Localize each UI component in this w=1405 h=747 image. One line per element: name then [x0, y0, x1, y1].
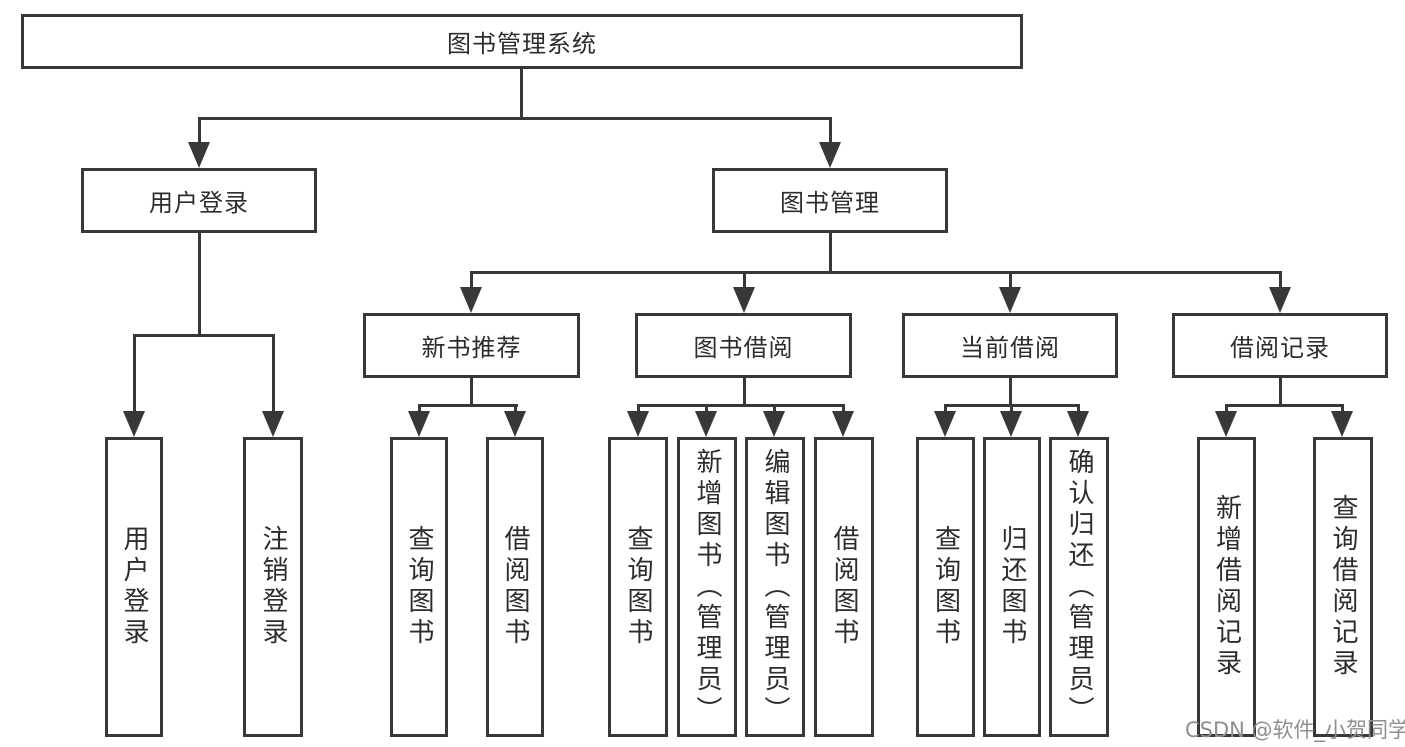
connector-line — [1279, 273, 1282, 289]
leaf-user-login: 用户登录 — [105, 437, 163, 737]
connector-line — [418, 404, 518, 407]
arrow-down-icon — [123, 411, 145, 437]
node-label: 查询图书 — [930, 525, 961, 649]
node-label: 新增图书（管理员） — [692, 447, 722, 727]
node-label: 当前借阅 — [960, 334, 1060, 362]
leaf-edit-books-admin: 编辑图书（管理员） — [745, 437, 805, 737]
leaf-borrow-books: 借阅图书 — [814, 437, 874, 737]
arrow-down-icon — [1067, 411, 1089, 437]
connector-line — [637, 404, 845, 407]
connector-line — [470, 273, 473, 289]
node-label: 图书管理 — [780, 189, 880, 217]
node-new-book-recommend: 新书推荐 — [363, 313, 580, 378]
connector-line — [743, 378, 746, 406]
arrow-down-icon — [1215, 411, 1237, 437]
arrow-down-icon — [262, 411, 284, 437]
connector-line — [198, 232, 201, 336]
leaf-return-books: 归还图书 — [983, 437, 1041, 737]
leaf-borrow-books: 借阅图书 — [486, 437, 544, 737]
node-label: 借阅图书 — [500, 525, 530, 649]
node-label: 图书管理系统 — [447, 30, 597, 58]
leaf-logout: 注销登录 — [243, 437, 303, 737]
arrow-down-icon — [627, 411, 649, 437]
connector-line — [829, 119, 832, 144]
connector-line — [272, 336, 275, 413]
arrow-down-icon — [695, 411, 717, 437]
leaf-query-borrow-record: 查询借阅记录 — [1313, 437, 1373, 737]
node-label: 新书推荐 — [421, 334, 522, 362]
leaf-add-books-admin: 新增图书（管理员） — [677, 437, 737, 737]
connector-line — [198, 119, 201, 144]
arrow-down-icon — [504, 411, 526, 437]
node-current-borrowing: 当前借阅 — [902, 313, 1118, 378]
connector-line — [470, 378, 473, 406]
arrow-down-icon — [408, 411, 430, 437]
connector-line — [1009, 378, 1012, 406]
connector-line — [829, 232, 832, 273]
connector-line — [133, 336, 136, 413]
connector-line — [1009, 273, 1012, 289]
node-label: 查询图书 — [623, 525, 653, 649]
node-library-management-system: 图书管理系统 — [21, 14, 1023, 69]
arrow-down-icon — [460, 287, 482, 313]
connector-line — [470, 271, 1282, 274]
node-label: 查询图书 — [404, 525, 434, 649]
node-label: 查询借阅记录 — [1328, 494, 1358, 680]
node-label: 用户登录 — [149, 189, 249, 217]
connector-line — [133, 334, 275, 337]
connector-line — [944, 404, 1080, 407]
arrow-down-icon — [819, 142, 841, 168]
node-label: 注销登录 — [258, 525, 288, 649]
node-label: 用户登录 — [119, 525, 149, 649]
arrow-down-icon — [733, 287, 755, 313]
leaf-query-books: 查询图书 — [608, 437, 668, 737]
node-borrowing-records: 借阅记录 — [1172, 313, 1388, 378]
node-label: 图书借阅 — [693, 334, 794, 362]
connector-line — [1225, 404, 1344, 407]
arrow-down-icon — [1000, 411, 1022, 437]
arrow-down-icon — [832, 411, 854, 437]
connector-line — [198, 117, 832, 120]
node-label: 借阅记录 — [1230, 334, 1330, 362]
arrow-down-icon — [763, 411, 785, 437]
arrow-down-icon — [934, 411, 956, 437]
leaf-query-books: 查询图书 — [390, 437, 448, 737]
node-label: 新增借阅记录 — [1211, 494, 1242, 680]
csdn-watermark: CSDN @软件_小贺同学 — [1185, 718, 1405, 742]
arrow-down-icon — [1269, 287, 1291, 313]
node-label: 确认归还（管理员） — [1064, 447, 1094, 727]
node-label: 借阅图书 — [829, 525, 859, 649]
connector-line — [520, 68, 523, 119]
leaf-query-books: 查询图书 — [916, 437, 975, 737]
connector-line — [743, 273, 746, 289]
node-user-login: 用户登录 — [81, 168, 317, 233]
leaf-confirm-return-admin: 确认归还（管理员） — [1049, 437, 1109, 737]
connector-line — [1279, 378, 1282, 406]
node-book-management: 图书管理 — [712, 168, 948, 233]
node-label: 编辑图书（管理员） — [760, 447, 790, 727]
arrow-down-icon — [1331, 411, 1353, 437]
node-book-borrowing: 图书借阅 — [635, 313, 852, 378]
arrow-down-icon — [999, 287, 1021, 313]
leaf-add-borrow-record: 新增借阅记录 — [1197, 437, 1256, 737]
node-label: 归还图书 — [997, 525, 1027, 649]
arrow-down-icon — [188, 142, 210, 168]
